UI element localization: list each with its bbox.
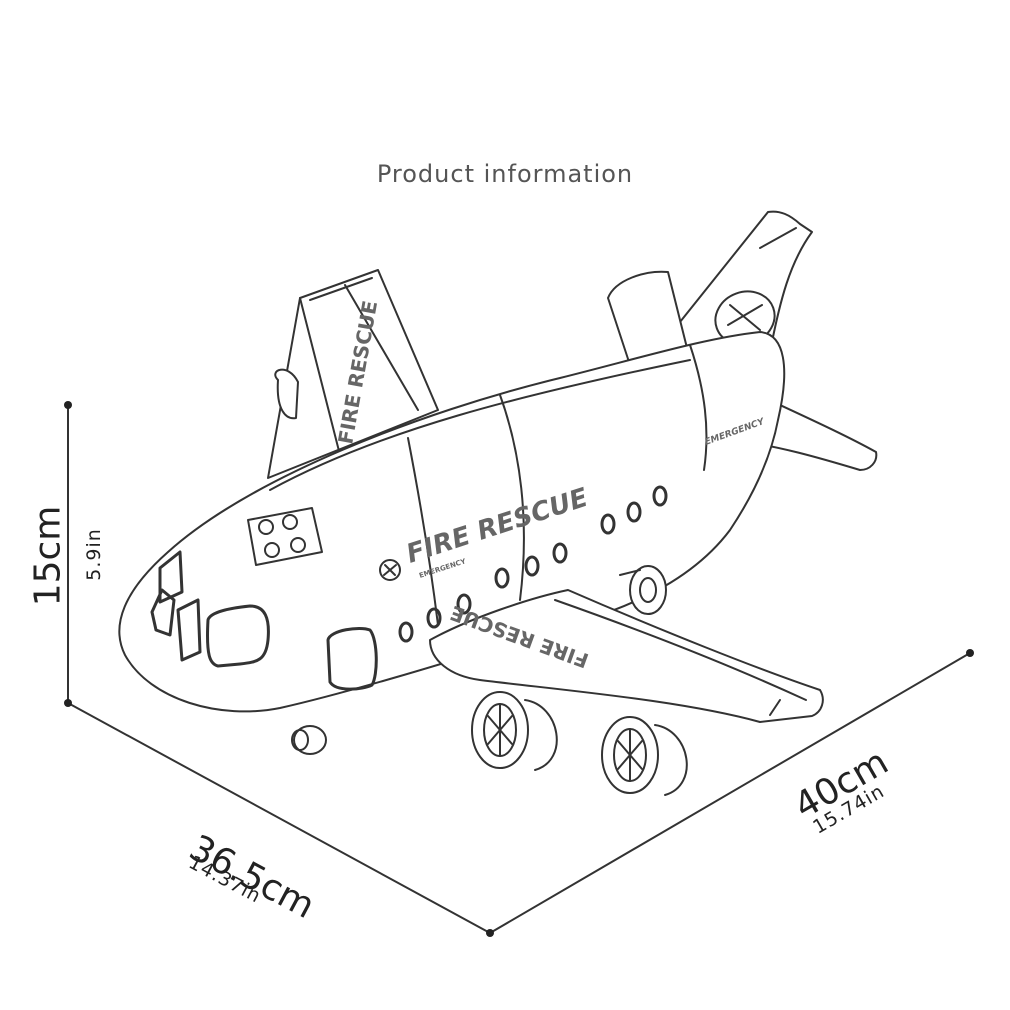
nose-wheel [291, 725, 327, 755]
left-engine [471, 691, 558, 771]
cockpit-windows [150, 550, 270, 668]
fire-emblem-icon [379, 559, 401, 581]
width-dimension-line [489, 652, 971, 934]
dimension-lines [67, 404, 971, 934]
fuselage-door [326, 626, 378, 691]
passenger-windows [398, 485, 668, 643]
roof-button-module [247, 507, 323, 566]
right-engine [601, 716, 688, 796]
rear-wheel [619, 565, 667, 615]
front-wing [429, 589, 824, 723]
depth-dimension-line [67, 702, 491, 934]
dimension-endpoints [64, 401, 974, 937]
height-metric-label: 15cm [27, 505, 69, 607]
rear-stabilizer [607, 270, 689, 366]
page-title: Product information [376, 160, 634, 188]
height-imperial-label: 5.9in [82, 528, 105, 581]
back-wing [267, 269, 439, 479]
